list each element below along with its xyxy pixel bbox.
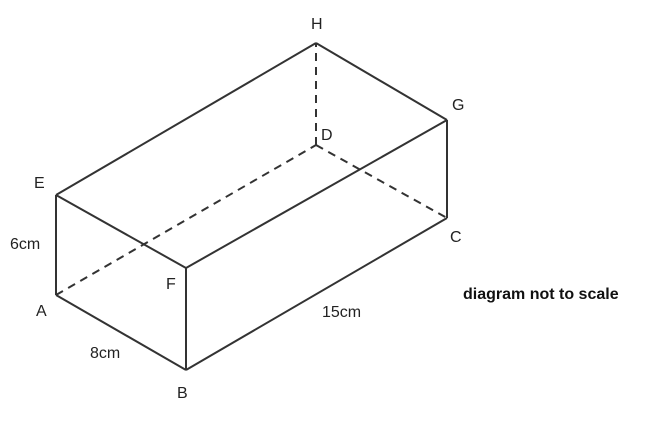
edge-FG [185,119,448,269]
label-B: B [177,385,188,402]
label-G: G [452,97,464,114]
edge-EH [55,42,317,196]
label-F: F [166,276,176,293]
edge-EF [55,194,187,269]
label-D: D [321,127,333,144]
edge-BC [185,217,448,371]
edge-HG [315,42,448,121]
label-H: H [311,16,323,33]
label-A: A [36,303,47,320]
edge-AB [55,294,187,371]
label-E: E [34,175,45,192]
dimension-height: 6cm [10,236,40,253]
dimension-width: 8cm [90,345,120,362]
label-C: C [450,229,462,246]
dimension-length: 15cm [322,304,361,321]
scale-note: diagram not to scale [463,286,619,303]
edge-DC-hidden [315,144,448,219]
